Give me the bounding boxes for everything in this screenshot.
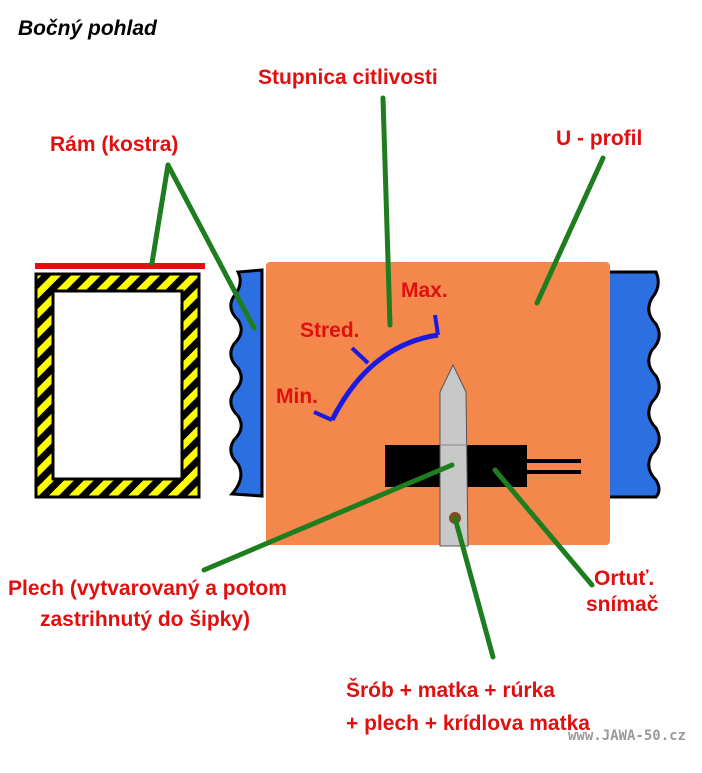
label-sensor-line1: Ortuť. [594,567,655,590]
leader-frame-a [149,162,171,266]
label-sensitivity-scale: Stupnica citlivosti [258,66,438,89]
scale-tick-min [313,410,333,422]
leader-sheet [201,462,455,573]
pointer-arrow [439,363,469,547]
label-frame: Rám (kostra) [50,133,179,156]
leader-sensor [492,467,595,588]
diagram-title: Bočný pohlad [18,17,157,40]
frame-top-bar [35,263,205,269]
u-profile-left [228,268,264,498]
u-profile-right [606,270,661,499]
label-sensor-line2: snímač [586,593,659,616]
leader-frame-b [165,162,257,331]
watermark: www.JAWA-50.cz [567,728,686,744]
label-u-profile: U - profil [556,127,643,150]
label-bolt-line1: Šrób + matka + rúrka [346,679,555,702]
scale-tick-max [433,314,440,336]
scale-tick-middle [350,346,370,365]
label-bolt-line2: + plech + krídlova matka [346,712,590,735]
leader-lines [149,95,606,660]
label-sheet-line2: zastrihnutý do šipky) [40,608,251,631]
leader-bolt [452,515,496,660]
leader-scale [380,95,393,328]
label-scale-middle: Stred. [300,319,360,342]
leader-u-profile [534,155,606,306]
mercury-switch-lead-2 [525,470,581,474]
mercury-switch-lead-1 [525,459,581,463]
label-scale-min: Min. [276,385,318,408]
label-scale-max: Max. [401,279,448,302]
label-sheet-line1: Plech (vytvarovaný a potom [8,577,287,600]
sensitivity-scale-arc [329,332,439,422]
frame-hollow [51,289,184,481]
